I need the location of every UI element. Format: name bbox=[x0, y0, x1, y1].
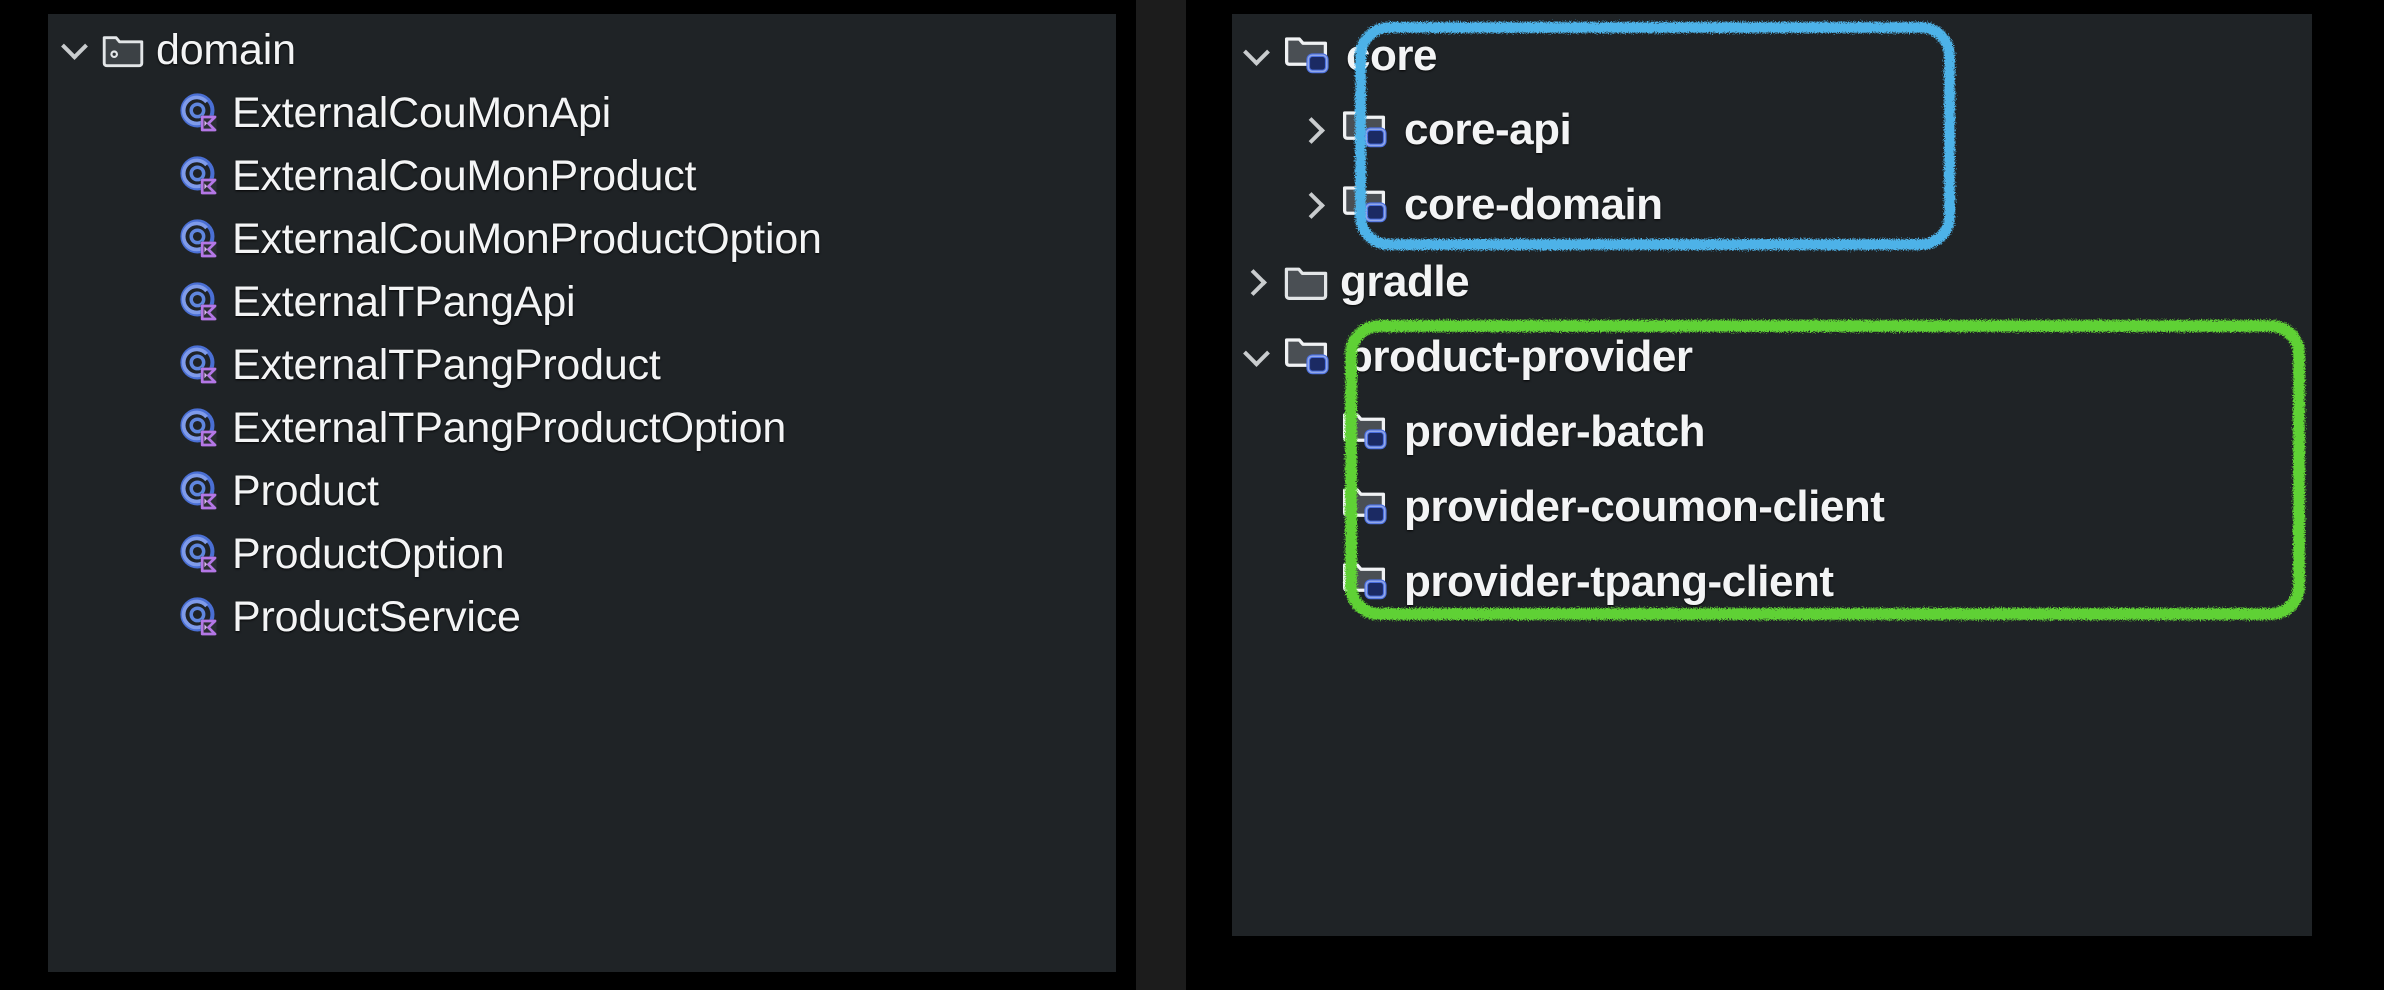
tree-row[interactable]: ProductOption bbox=[136, 526, 504, 582]
kotlin-class-icon bbox=[178, 343, 222, 387]
chevron-spacer bbox=[136, 348, 170, 382]
module-folder-icon bbox=[1282, 29, 1336, 83]
tree-row-label-module: core bbox=[1346, 31, 1437, 80]
tree-row[interactable]: ExternalCouMonProduct bbox=[136, 148, 696, 204]
tree-row-label-class: ProductService bbox=[232, 592, 521, 641]
tree-row-label-module: provider-batch bbox=[1404, 407, 1706, 456]
tree-row-label-class: ExternalCouMonProductOption bbox=[232, 214, 822, 263]
tree-row[interactable]: core-api bbox=[1298, 102, 1572, 158]
kotlin-class-icon bbox=[178, 91, 222, 135]
chevron-spacer bbox=[136, 474, 170, 508]
folder-icon bbox=[1282, 258, 1330, 306]
tree-row-label-class: ExternalTPangProductOption bbox=[232, 403, 787, 452]
tree-row[interactable]: domain bbox=[58, 22, 296, 78]
kotlin-class-icon bbox=[178, 532, 222, 576]
tree-row[interactable]: provider-tpang-client bbox=[1298, 554, 1834, 610]
chevron-spacer bbox=[136, 537, 170, 571]
kotlin-class-icon bbox=[178, 469, 222, 513]
tree-row-label-class: ExternalCouMonProduct bbox=[232, 151, 697, 200]
tree-row[interactable]: provider-batch bbox=[1298, 404, 1706, 460]
chevron-down-icon[interactable] bbox=[1240, 39, 1274, 73]
tree-row[interactable]: ExternalCouMonProductOption bbox=[136, 211, 822, 267]
tree-row[interactable]: Product bbox=[136, 463, 379, 519]
kotlin-class-icon bbox=[178, 217, 222, 261]
right-panel: core core-api core-domain gradle product… bbox=[1186, 0, 2384, 990]
chevron-down-icon[interactable] bbox=[58, 33, 92, 67]
chevron-right-icon[interactable] bbox=[1240, 265, 1274, 299]
tree-row[interactable]: ExternalTPangProductOption bbox=[136, 400, 786, 456]
tree-row-label-class: ProductOption bbox=[232, 529, 505, 578]
tree-row-label-class: ExternalCouMonApi bbox=[232, 88, 612, 137]
chevron-spacer bbox=[136, 285, 170, 319]
tree-row[interactable]: core-domain bbox=[1298, 177, 1663, 233]
chevron-spacer bbox=[1298, 490, 1332, 524]
kotlin-class-icon bbox=[178, 154, 222, 198]
chevron-spacer bbox=[136, 159, 170, 193]
tree-row-label-module: product-provider bbox=[1346, 332, 1693, 381]
chevron-spacer bbox=[136, 411, 170, 445]
module-folder-icon bbox=[1340, 480, 1394, 534]
tree-row-label-module: provider-tpang-client bbox=[1404, 557, 1834, 606]
left-panel: domain ExternalCouMonApi ExternalCouMonP… bbox=[28, 0, 1136, 990]
tree-row-label-module: gradle bbox=[1340, 257, 1470, 306]
chevron-spacer bbox=[136, 600, 170, 634]
right-panel-content: core core-api core-domain gradle product… bbox=[1232, 14, 2312, 936]
left-panel-content: domain ExternalCouMonApi ExternalCouMonP… bbox=[48, 14, 1116, 972]
tree-row[interactable]: ExternalCouMonApi bbox=[136, 85, 611, 141]
chevron-right-icon[interactable] bbox=[1298, 113, 1332, 147]
kotlin-class-icon bbox=[178, 406, 222, 450]
tree-row-label-class: ExternalTPangApi bbox=[232, 277, 576, 326]
kotlin-class-icon bbox=[178, 595, 222, 639]
panel-gap-divider bbox=[1136, 0, 1186, 990]
module-folder-icon bbox=[1340, 103, 1394, 157]
tree-row[interactable]: ProductService bbox=[136, 589, 521, 645]
tree-row-label-class: Product bbox=[232, 466, 379, 515]
tree-row-label-module: core-api bbox=[1404, 105, 1572, 154]
module-folder-icon bbox=[1340, 555, 1394, 609]
tree-row-label-module: core-domain bbox=[1404, 180, 1663, 229]
package-folder-icon bbox=[100, 27, 146, 73]
module-folder-icon bbox=[1340, 178, 1394, 232]
tree-row[interactable]: core bbox=[1240, 28, 1437, 84]
module-folder-icon bbox=[1340, 405, 1394, 459]
tree-row-label-module: provider-coumon-client bbox=[1404, 482, 1885, 531]
tree-row-label-class: ExternalTPangProduct bbox=[232, 340, 661, 389]
kotlin-class-icon bbox=[178, 280, 222, 324]
chevron-spacer bbox=[1298, 415, 1332, 449]
tree-row[interactable]: ExternalTPangProduct bbox=[136, 337, 661, 393]
tree-row[interactable]: provider-coumon-client bbox=[1298, 479, 1885, 535]
tree-row[interactable]: gradle bbox=[1240, 254, 1470, 310]
chevron-right-icon[interactable] bbox=[1298, 188, 1332, 222]
tree-row-label-root: domain bbox=[156, 25, 296, 74]
chevron-down-icon[interactable] bbox=[1240, 340, 1274, 374]
chevron-spacer bbox=[1298, 565, 1332, 599]
chevron-spacer bbox=[136, 222, 170, 256]
tree-row[interactable]: product-provider bbox=[1240, 329, 1693, 385]
module-folder-icon bbox=[1282, 330, 1336, 384]
chevron-spacer bbox=[136, 96, 170, 130]
tree-row[interactable]: ExternalTPangApi bbox=[136, 274, 576, 330]
